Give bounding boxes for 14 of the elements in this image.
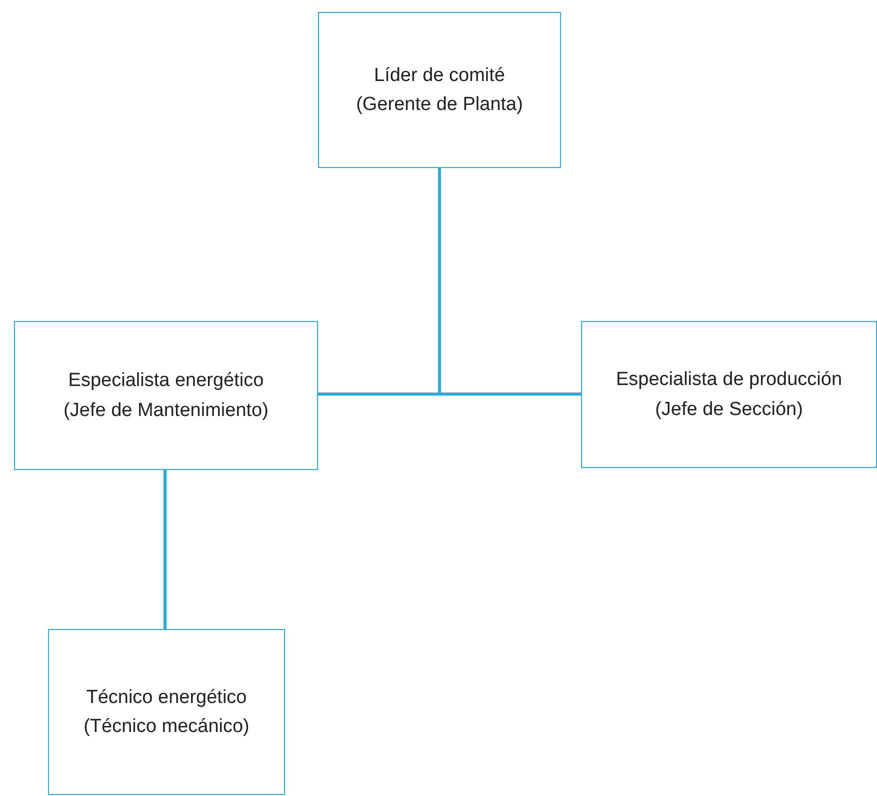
org-box xyxy=(48,629,285,795)
role-title: Especialista de producción xyxy=(616,368,842,392)
connector-line xyxy=(438,168,581,396)
role-title: Líder de comité xyxy=(374,64,505,88)
org-box xyxy=(581,321,877,468)
role-title: Especialista energético xyxy=(68,369,264,394)
org-box xyxy=(14,321,318,470)
position-title: (Técnico mecánico) xyxy=(84,715,250,739)
position-title: (Jefe de Sección) xyxy=(655,398,803,422)
connector-line xyxy=(164,470,166,629)
role-title: Técnico energético xyxy=(86,686,247,710)
position-title: (Jefe de Mantenimiento) xyxy=(64,398,268,422)
org-box xyxy=(318,12,561,168)
position-title: (Gerente de Planta) xyxy=(356,93,523,117)
